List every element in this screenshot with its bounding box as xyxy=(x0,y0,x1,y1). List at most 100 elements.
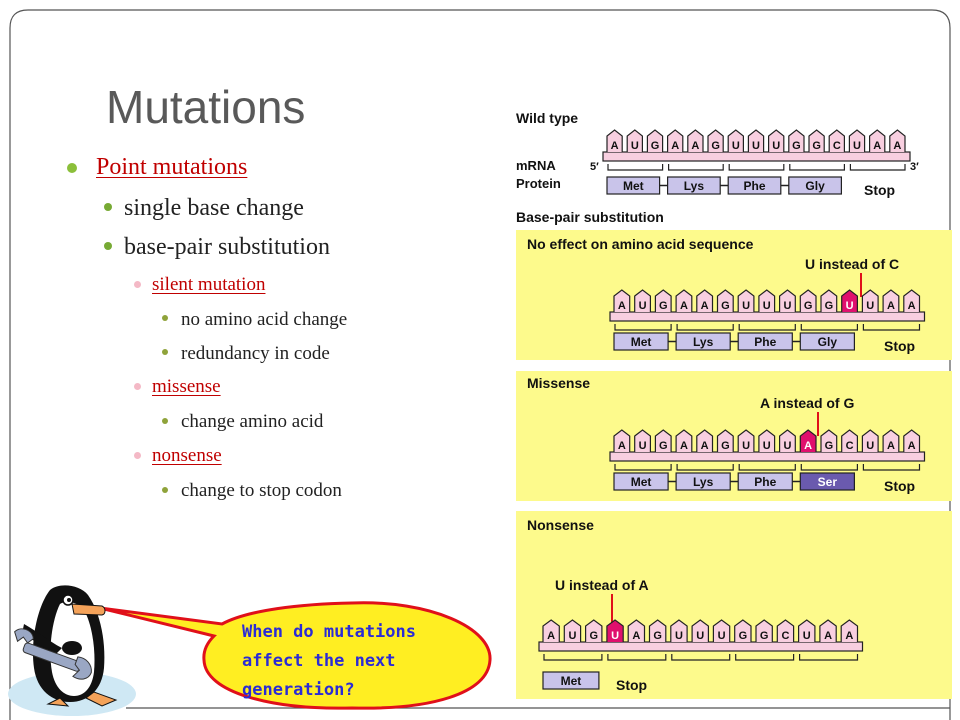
base-tab xyxy=(712,619,731,642)
base-tab xyxy=(696,289,714,312)
base-tab xyxy=(648,619,667,642)
base-tab xyxy=(542,619,560,642)
base-letter: A xyxy=(887,440,895,452)
protein-label: Met xyxy=(561,674,582,688)
base-tab xyxy=(707,129,724,152)
base-tab xyxy=(841,289,858,312)
base-letter: A xyxy=(671,140,679,152)
bullet-dot xyxy=(162,349,168,355)
base-tab xyxy=(808,129,825,152)
protein-box xyxy=(799,472,855,491)
base-tab xyxy=(776,619,795,642)
bullet-dot xyxy=(104,203,112,211)
base-letter: A xyxy=(691,140,699,152)
base-letter: G xyxy=(825,440,834,452)
stop-label: Stop xyxy=(884,338,915,354)
base-tab xyxy=(779,289,796,312)
speech-bubble-text: When do mutations affect the next genera… xyxy=(242,622,416,700)
codon-bracket xyxy=(738,324,796,331)
base-letter: G xyxy=(589,630,598,642)
nonsense-note: U instead of A xyxy=(555,577,649,593)
base-tab xyxy=(788,129,805,152)
bullet-point-mutations[interactable]: Point mutations xyxy=(96,154,248,180)
codon-bracket xyxy=(671,654,731,661)
base-letter: U xyxy=(763,440,771,452)
bullet-no-amino-acid-change: no amino acid change xyxy=(181,309,348,330)
bullet-dot xyxy=(162,487,168,493)
base-letter: C xyxy=(833,140,841,152)
base-tab xyxy=(882,289,900,312)
bullet-silent-mutation[interactable]: silent mutation xyxy=(152,274,266,295)
base-tab xyxy=(758,429,776,452)
base-letter: G xyxy=(721,300,730,312)
base-tab xyxy=(696,429,714,452)
base-tab xyxy=(861,289,879,312)
base-letter: U xyxy=(611,630,619,642)
base-letter: A xyxy=(893,140,901,152)
codon-bracket xyxy=(799,654,859,661)
base-tab xyxy=(646,129,664,152)
base-letter: A xyxy=(845,630,853,642)
base-letter: G xyxy=(792,140,801,152)
codon-bracket xyxy=(862,324,921,331)
silent-note: U instead of C xyxy=(805,256,899,272)
panel-silent xyxy=(516,230,952,360)
base-letter: A xyxy=(908,300,916,312)
base-tab xyxy=(768,129,785,152)
base-tab xyxy=(903,289,921,312)
base-tab xyxy=(585,619,603,642)
codon-bracket xyxy=(614,324,672,331)
base-letter: G xyxy=(760,630,769,642)
codon-bracket xyxy=(849,164,906,171)
base-tab xyxy=(606,129,623,152)
slide-title: Mutations xyxy=(106,81,306,133)
base-letter: G xyxy=(721,440,730,452)
protein-label: Gly xyxy=(805,179,825,193)
base-tab xyxy=(841,429,858,452)
base-letter: U xyxy=(803,630,811,642)
base-tab xyxy=(654,289,672,312)
mrna-backbone xyxy=(609,311,926,322)
base-tab xyxy=(634,289,651,312)
base-tab xyxy=(716,429,734,452)
base-tab xyxy=(889,129,906,152)
base-tab xyxy=(627,619,646,642)
base-tab xyxy=(903,429,921,452)
base-letter: U xyxy=(742,300,750,312)
base-tab xyxy=(691,619,709,642)
bullet-nonsense[interactable]: nonsense xyxy=(152,445,222,466)
base-tab xyxy=(840,619,859,642)
base-tab xyxy=(667,129,684,152)
codon-bracket xyxy=(607,654,667,661)
base-letter: G xyxy=(825,300,834,312)
base-tab xyxy=(675,289,693,312)
base-letter: U xyxy=(853,140,861,152)
bullet-redundancy-in-code: redundancy in code xyxy=(181,343,330,364)
base-tab xyxy=(613,289,631,312)
base-tab xyxy=(626,129,643,152)
base-tab xyxy=(613,429,631,452)
bullet-change-to-stop-codon: change to stop codon xyxy=(181,480,342,501)
codon-bracket xyxy=(862,464,921,471)
base-tab xyxy=(861,429,879,452)
substitution-title: Base-pair substitution xyxy=(516,209,664,225)
base-tab xyxy=(687,129,704,152)
base-tab xyxy=(606,619,624,642)
bullet-missense[interactable]: missense xyxy=(152,376,221,397)
base-letter: U xyxy=(846,300,854,312)
base-letter: A xyxy=(887,300,895,312)
codon-bracket xyxy=(728,164,785,171)
protein-label: Phe xyxy=(743,179,765,193)
three-prime-label: 3′ xyxy=(910,161,919,173)
protein-box xyxy=(675,332,731,351)
base-letter: U xyxy=(866,300,874,312)
base-tab xyxy=(758,289,776,312)
codon-bracket xyxy=(738,464,796,471)
base-letter: U xyxy=(742,440,750,452)
missense-note: A instead of G xyxy=(760,395,854,411)
wild-type-title: Wild type xyxy=(516,110,578,126)
base-tab xyxy=(882,429,900,452)
mrna-backbone xyxy=(538,641,864,652)
base-letter: U xyxy=(718,630,726,642)
base-letter: A xyxy=(701,300,709,312)
